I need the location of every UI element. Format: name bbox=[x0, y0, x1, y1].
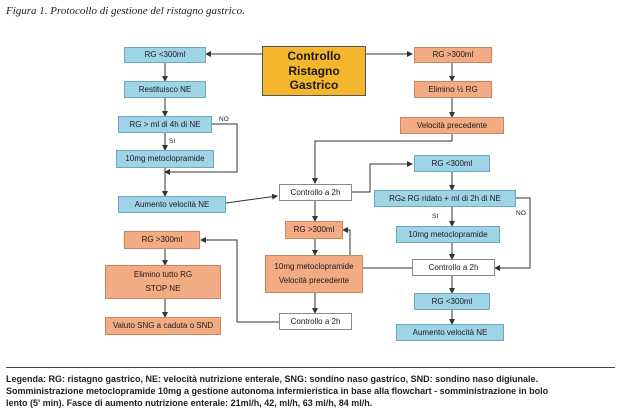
rg-lt300-left-node: RG <300ml bbox=[124, 47, 206, 63]
metoclopramide-right-node: 10mg metoclopramide bbox=[396, 226, 500, 243]
main-line-1: Controllo bbox=[287, 49, 341, 64]
restituisco-ne-node: Restituisco NE bbox=[124, 81, 206, 98]
figure-caption: Figura 1. Protocollo di gestione del ris… bbox=[6, 5, 245, 17]
rg-lt300-right-bottom-node: RG <300ml bbox=[414, 293, 490, 310]
main-line-2: Ristagno bbox=[288, 63, 340, 78]
elimino-tutto-line-1: Elimino tutto RG bbox=[133, 270, 193, 279]
velocita-precedente-right-node: Velocità precedente bbox=[400, 117, 504, 134]
controllo-2h-bottom-node: Controllo a 2h bbox=[279, 313, 352, 330]
rg-lt300-right-top-node: RG <300ml bbox=[414, 155, 490, 172]
valuto-sng-node: Valuto SNG a caduta o SND bbox=[105, 317, 221, 335]
controllo-2h-top-node: Controllo a 2h bbox=[279, 184, 352, 201]
rg-ml-4h-node: RG > ml di 4h di NE bbox=[118, 116, 212, 133]
legend-divider bbox=[6, 367, 615, 368]
metoclopramide-left-node: 10mg metoclopramide bbox=[116, 150, 214, 168]
rg-gt300-center-node: RG >300ml bbox=[285, 221, 343, 239]
legend-line-2: Somministrazione metoclopramide 10mg a g… bbox=[6, 386, 549, 396]
edge-label-no-left: NO bbox=[219, 116, 229, 123]
elimino-tutto-stop-node: Elimino tutto RG STOP NE bbox=[105, 265, 221, 299]
controllo-2h-right-node: Controllo a 2h bbox=[412, 259, 495, 276]
metoclopramide-velocita-node: 10mg metoclopramide Velocità precedente bbox=[265, 255, 363, 293]
legend-line-1: Legenda: RG: ristagno gastrico, NE: velo… bbox=[6, 374, 539, 384]
edge-label-no-right: NO bbox=[516, 210, 526, 217]
rg-gt300-left-bottom-node: RG >300ml bbox=[124, 231, 200, 249]
controllo-ristagno-gastrico-node: Controllo Ristagno Gastrico bbox=[262, 46, 366, 96]
legend: Legenda: RG: ristagno gastrico, NE: velo… bbox=[6, 373, 615, 409]
rg-gt300-right-node: RG >300ml bbox=[414, 47, 492, 63]
main-line-3: Gastrico bbox=[289, 78, 339, 93]
edge-label-si-right: SI bbox=[432, 213, 439, 220]
edge-label-si-left: SI bbox=[169, 138, 176, 145]
aumento-velocita-right-node: Aumento velocità NE bbox=[396, 324, 504, 341]
aumento-velocita-left-node: Aumento velocità NE bbox=[118, 196, 226, 213]
meto-vel-line-1: 10mg metoclopramide bbox=[274, 262, 354, 271]
rg-ridato-node: RG≥ RG ridato + ml di 2h di NE bbox=[374, 190, 516, 207]
elimino-tutto-line-2: STOP NE bbox=[145, 284, 181, 293]
elimino-meta-rg-node: Elimino ½ RG bbox=[414, 81, 492, 98]
meto-vel-line-2: Velocità precedente bbox=[278, 276, 350, 285]
legend-line-3: lento (5' min). Fasce di aumento nutrizi… bbox=[6, 398, 373, 408]
